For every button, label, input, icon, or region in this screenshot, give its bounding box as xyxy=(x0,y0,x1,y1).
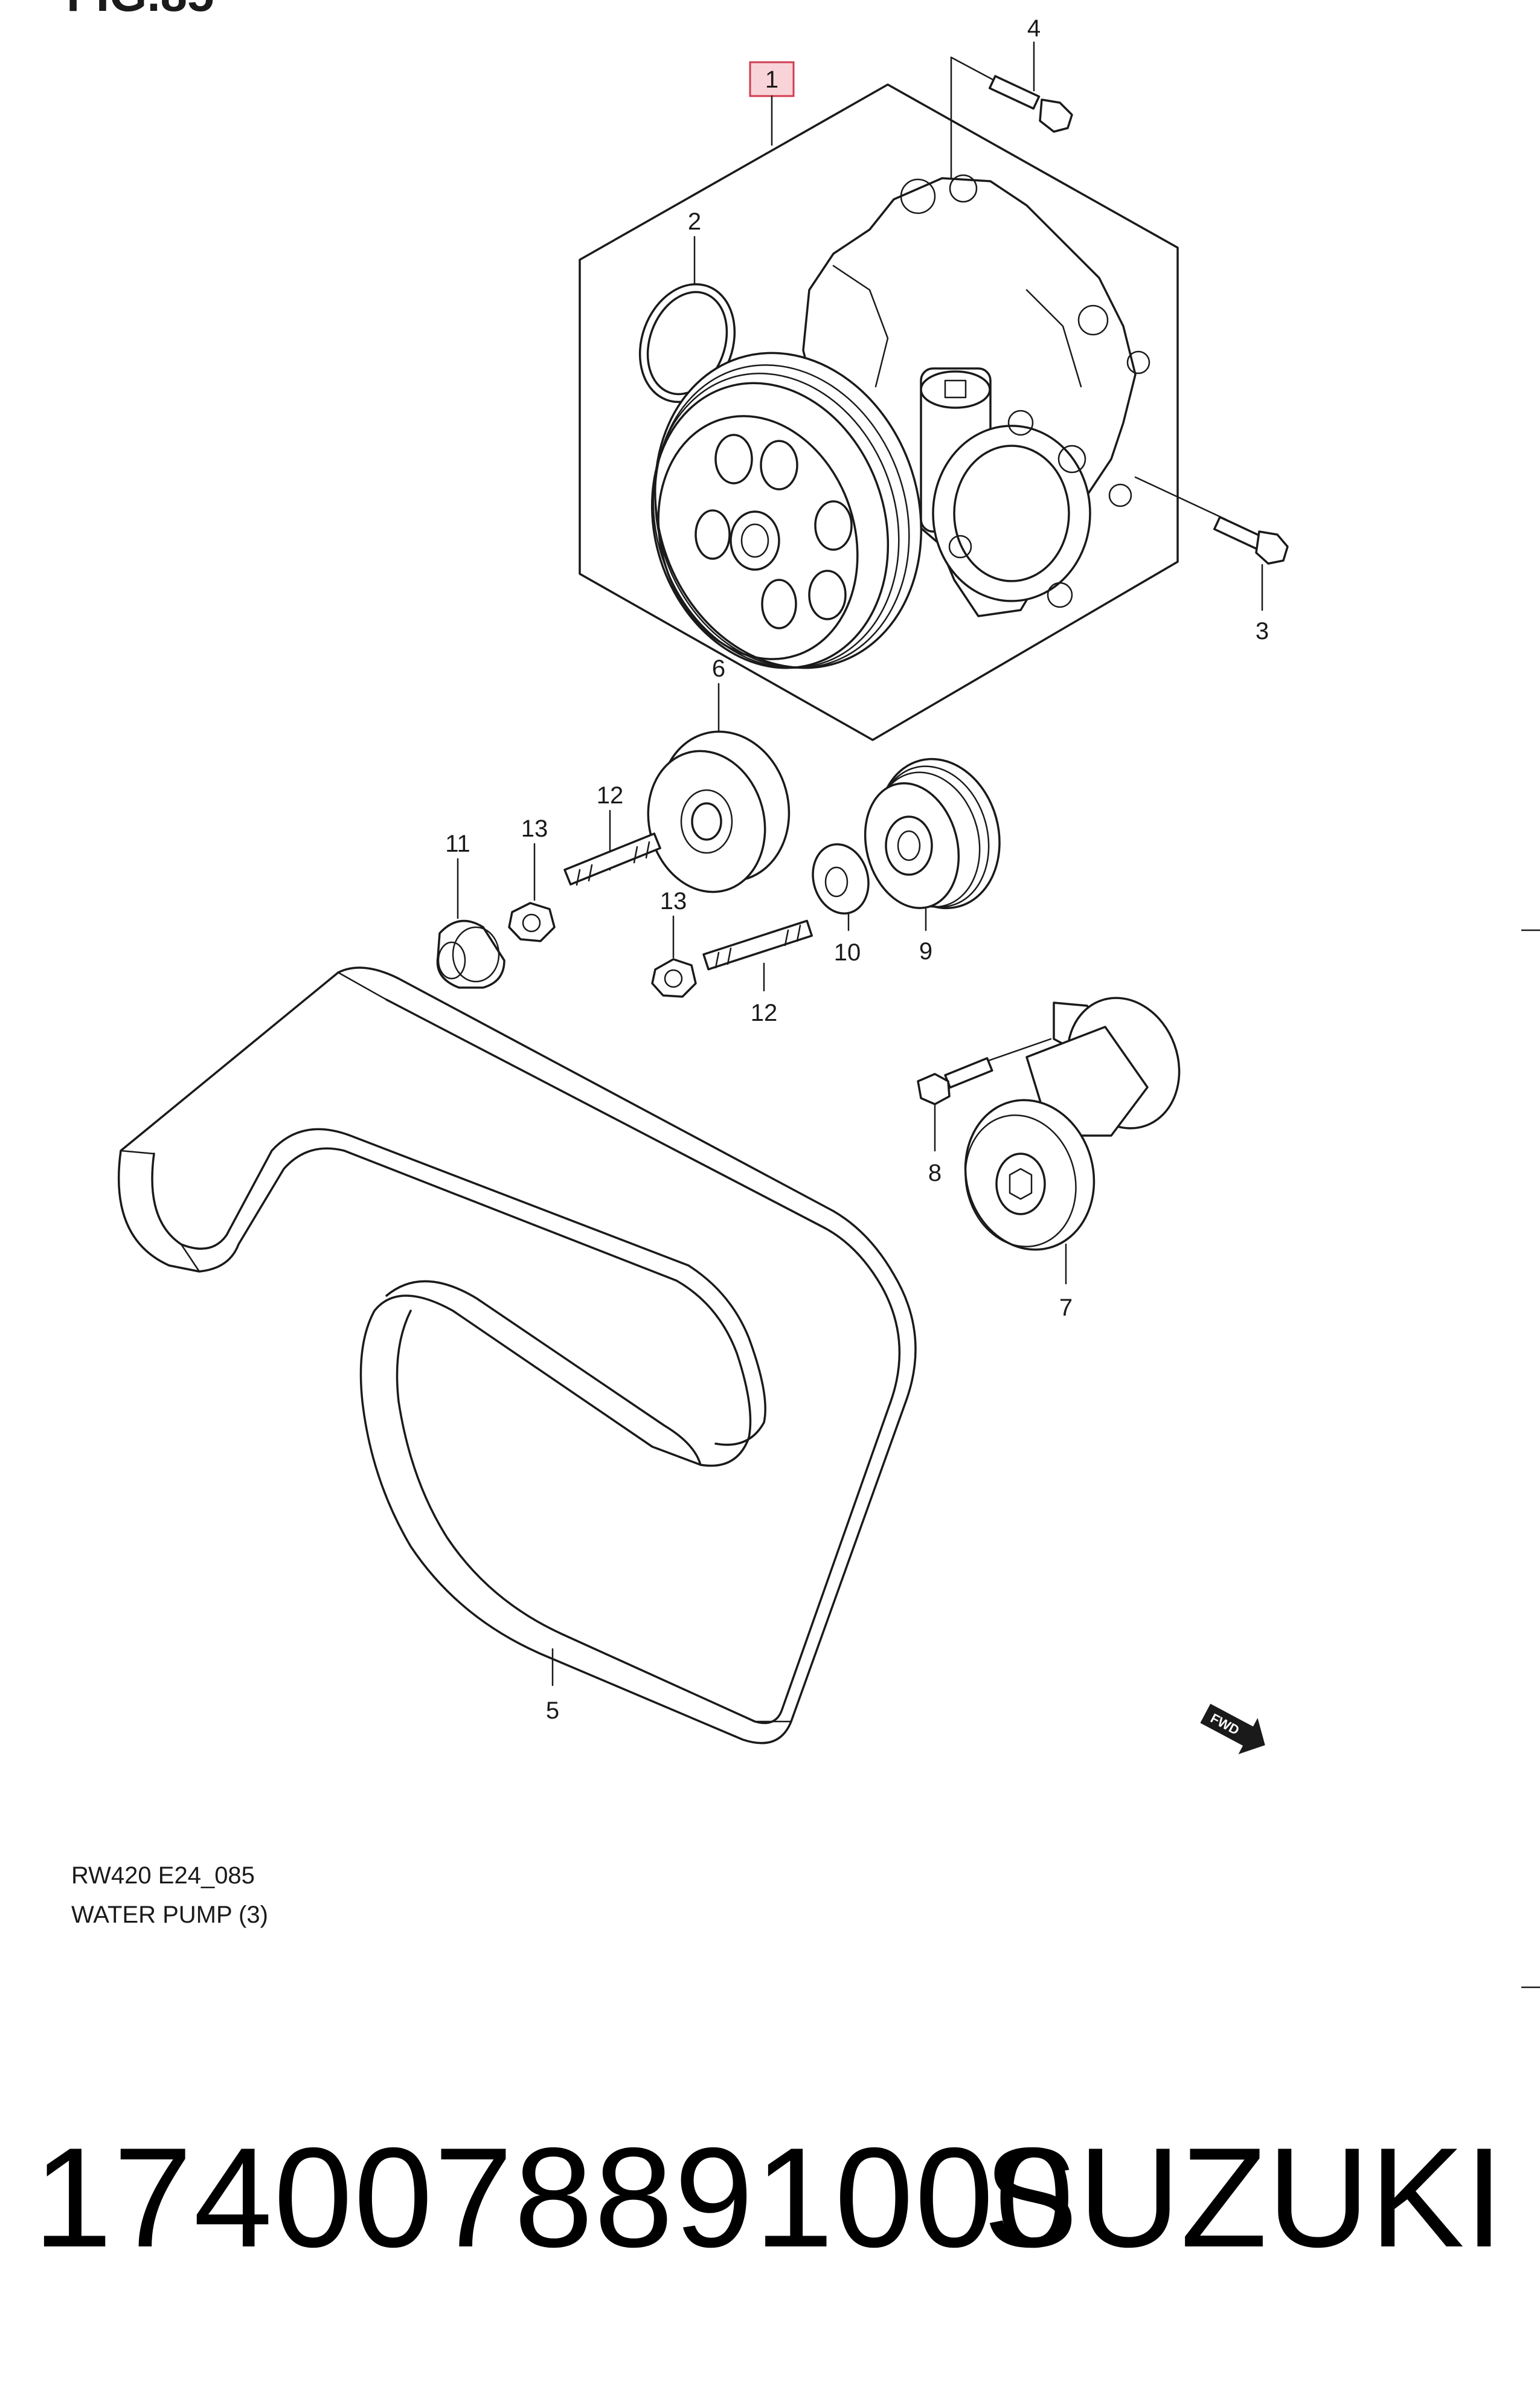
o-ring-2 xyxy=(638,283,736,403)
stud-12-upper xyxy=(563,832,661,886)
callout-13b[interactable]: 13 xyxy=(660,888,687,915)
callout-3[interactable]: 3 xyxy=(1256,618,1269,645)
callout-12a[interactable]: 12 xyxy=(597,782,624,809)
diagram-title: WATER PUMP (3) xyxy=(71,1902,268,1928)
bolt-4 xyxy=(944,56,1073,330)
washer-10 xyxy=(812,843,870,915)
assembly-hexagon xyxy=(579,83,1179,741)
callout-12b[interactable]: 12 xyxy=(751,1000,778,1026)
bolt-8 xyxy=(917,1038,1052,1105)
nut-13-upper xyxy=(508,902,556,942)
callout-8[interactable]: 8 xyxy=(928,1160,942,1186)
callout-5[interactable]: 5 xyxy=(546,1697,559,1724)
water-pump-pulley xyxy=(650,352,923,669)
drive-belt-5 xyxy=(117,966,917,1744)
part-number: 1740078891000 xyxy=(33,2118,1076,2277)
callout-4[interactable]: 4 xyxy=(1027,15,1041,42)
callout-9[interactable]: 9 xyxy=(919,938,932,965)
callout-1-box[interactable] xyxy=(749,61,795,97)
leader-3-shaft xyxy=(1134,476,1227,521)
callout-2[interactable]: 2 xyxy=(688,208,701,235)
callout-11[interactable]: 11 xyxy=(445,831,470,857)
brand-name: SUZUKI xyxy=(983,2118,1504,2277)
water-pump-body xyxy=(802,174,1150,617)
callout-7[interactable]: 7 xyxy=(1059,1294,1073,1321)
grooved-idler-9 xyxy=(864,757,1001,910)
part-number-banner xyxy=(0,1993,1540,2392)
idler-pulley-6 xyxy=(647,730,791,893)
figure-label: FIG.85 xyxy=(66,0,214,21)
dust-cap-11 xyxy=(436,919,505,989)
callout-6[interactable]: 6 xyxy=(712,655,725,682)
nut-13-lower xyxy=(651,958,697,998)
callout-1[interactable]: 1 xyxy=(765,66,778,93)
fwd-arrow-icon: FWD xyxy=(1200,1703,1265,1755)
drawing-reference: RW420 E24_085 xyxy=(71,1862,255,1889)
bolt-3 xyxy=(1213,516,1289,565)
callout-10[interactable]: 10 xyxy=(834,939,861,966)
stud-12-lower xyxy=(702,919,813,971)
callout-13a[interactable]: 13 xyxy=(521,815,548,842)
tensioner-7 xyxy=(964,997,1181,1251)
